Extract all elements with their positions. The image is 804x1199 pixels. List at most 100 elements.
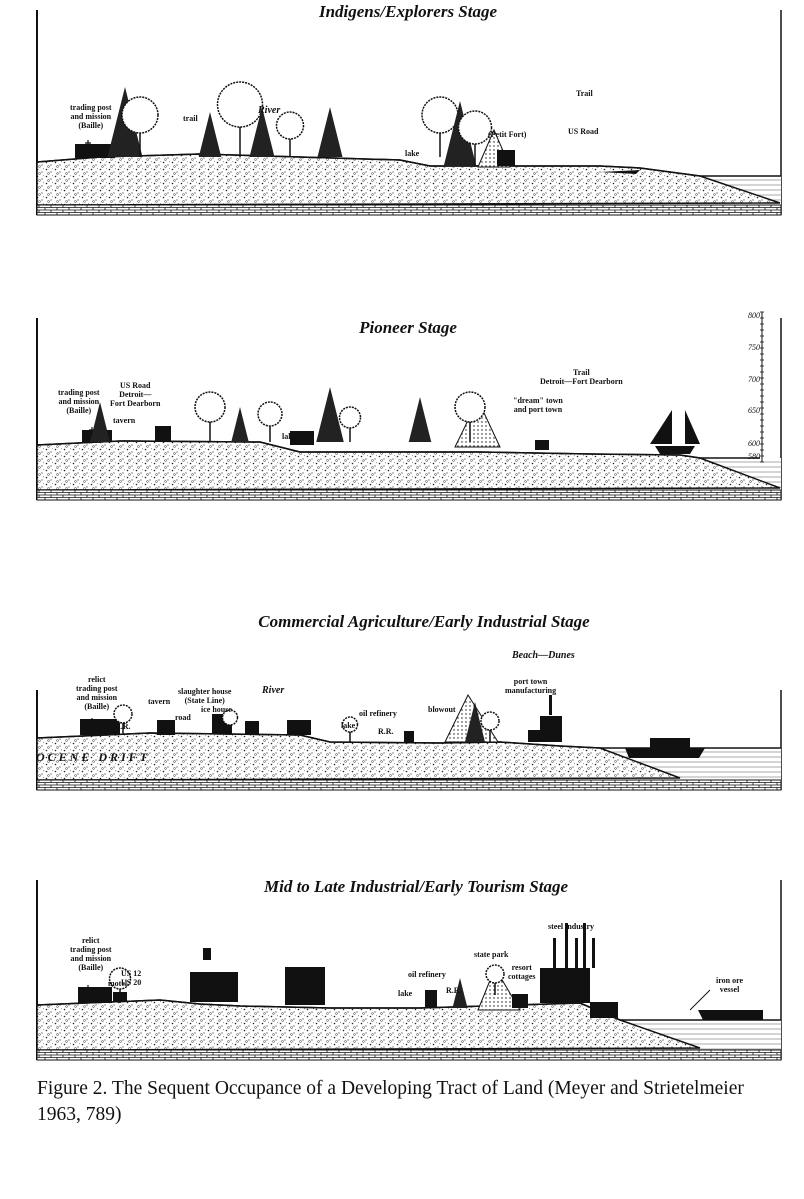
label-port-town: port town manufacturing	[505, 677, 557, 695]
bedrock-layer	[36, 204, 782, 216]
deciduous-tree-icon	[421, 96, 459, 134]
label-lake: lake	[398, 989, 413, 998]
elevation-tick: 800	[748, 311, 760, 320]
panel-1-title: Indigens/Explorers Stage	[318, 2, 498, 21]
panel-2-title: Pioneer Stage	[359, 318, 457, 337]
sand-dune	[454, 398, 501, 448]
label-rr: R.R.	[378, 727, 394, 736]
petit-fort-building	[497, 150, 515, 166]
smokestack	[553, 938, 556, 968]
label-trading-post: trading post and mission (Baille)	[58, 388, 100, 415]
steamship-icon	[625, 748, 705, 758]
panel-4-title: Mid to Late Industrial/Early Tourism Sta…	[263, 877, 569, 896]
label-oil-refinery: oil refinery	[408, 970, 446, 979]
conifer-tree-icon	[231, 407, 249, 442]
label-us-12-20: US 12 US 20	[121, 969, 142, 987]
factory-building	[285, 967, 325, 1005]
conifer-tree-icon	[452, 978, 468, 1008]
figure-caption: Figure 2. The Sequent Occupance of a Dev…	[37, 1078, 744, 1125]
deciduous-tree-icon	[221, 709, 239, 726]
canoe-icon	[600, 170, 640, 174]
smokestack	[583, 923, 586, 968]
deciduous-tree-icon	[257, 401, 283, 427]
label-drift: OCENE DRIFT	[36, 750, 151, 764]
deciduous-tree-icon	[216, 81, 264, 128]
smokestack	[549, 695, 552, 715]
conifer-tree-icon	[317, 107, 343, 157]
mission-building	[75, 144, 115, 158]
tavern-building	[155, 426, 171, 442]
elevation-tick: 700	[748, 375, 760, 384]
deciduous-tree-icon	[454, 391, 486, 423]
deciduous-tree-icon	[341, 716, 359, 733]
panel-3-title: Commercial Agriculture/Early Industrial …	[258, 612, 590, 631]
label-rr: R.R.	[94, 994, 110, 1003]
label-rr: R.R.	[191, 988, 207, 997]
cross-icon	[85, 140, 91, 148]
label-tavern: tavern	[113, 416, 136, 425]
iron-ore-vessel-icon	[698, 1010, 763, 1020]
port-town-building	[535, 440, 549, 450]
label-oil-refinery: oil refinery	[359, 709, 397, 718]
ice-house-building	[245, 721, 259, 735]
smokestack	[592, 938, 595, 968]
oil-refinery-tank	[425, 990, 437, 1008]
sand-dune	[477, 966, 521, 1011]
cross-icon	[85, 985, 91, 993]
label-ice-house: ice house	[201, 705, 232, 714]
label-trading-post: relict trading post and mission (Baille)	[70, 936, 112, 972]
label-river: River	[262, 685, 285, 696]
tavern-building	[157, 720, 175, 735]
label-lake: lake	[341, 721, 356, 730]
conifer-tree-icon	[249, 107, 275, 157]
vessel-crane	[689, 989, 711, 1011]
label-trading-post: trading post and mission (Baille)	[70, 103, 112, 130]
cross-icon	[89, 718, 95, 726]
deciduous-tree-icon	[485, 964, 505, 984]
steel-mill-building	[540, 968, 590, 1003]
ship-sail	[650, 410, 672, 444]
conifer-tree-icon	[465, 702, 485, 742]
steel-mill-dock	[590, 1002, 618, 1018]
label-state-park: state park	[474, 950, 509, 959]
smokestack	[575, 938, 578, 968]
label-trading-post: relict trading post and mission (Baille)	[76, 675, 118, 711]
elevation-tick: 750	[748, 343, 760, 352]
deciduous-tree-icon	[194, 391, 226, 423]
label-slaughter-house: slaughter house (State Line)	[178, 687, 232, 705]
label-trail-right: Trail	[576, 89, 593, 98]
label-trail: Trail Detroit—Fort Dearborn	[540, 368, 623, 386]
label-rr: R.R.	[446, 986, 462, 995]
label-lake: lake	[282, 432, 297, 441]
ground-surface	[36, 153, 781, 177]
elevation-tick: 650	[748, 406, 760, 415]
conifer-tree-icon	[198, 112, 222, 157]
conifer-tree-icon	[90, 402, 110, 442]
label-iron-ore-vessel: iron ore vessel	[716, 976, 744, 994]
label-steel-industry: steel industry	[548, 922, 594, 931]
deciduous-tree-icon	[457, 110, 493, 145]
cabin-building	[290, 431, 314, 445]
bedrock-layer	[36, 1049, 782, 1061]
deciduous-tree-icon	[338, 406, 362, 429]
elevation-tick: 580	[748, 452, 760, 461]
mission-building	[78, 987, 112, 1003]
steamship-deck	[650, 738, 690, 748]
label-dream-town: "dream" town and port town	[513, 396, 563, 414]
label-beach-dunes: Beach—Dunes	[512, 650, 575, 661]
ship-sail	[685, 410, 700, 444]
deciduous-tree-icon	[121, 96, 159, 134]
label-motel: motel	[108, 979, 128, 988]
deciduous-tree-icon	[275, 111, 305, 140]
bedrock-layer	[36, 779, 782, 791]
factory-building	[190, 972, 238, 1002]
mission-building	[80, 719, 120, 735]
conifer-tree-icon	[408, 397, 432, 442]
elevation-tick: 600	[748, 439, 760, 448]
factory-building	[540, 716, 562, 742]
ground-surface	[36, 732, 781, 749]
label-petit-fort: (Petit Fort)	[488, 130, 527, 139]
label-us-road: US Road	[568, 127, 599, 136]
